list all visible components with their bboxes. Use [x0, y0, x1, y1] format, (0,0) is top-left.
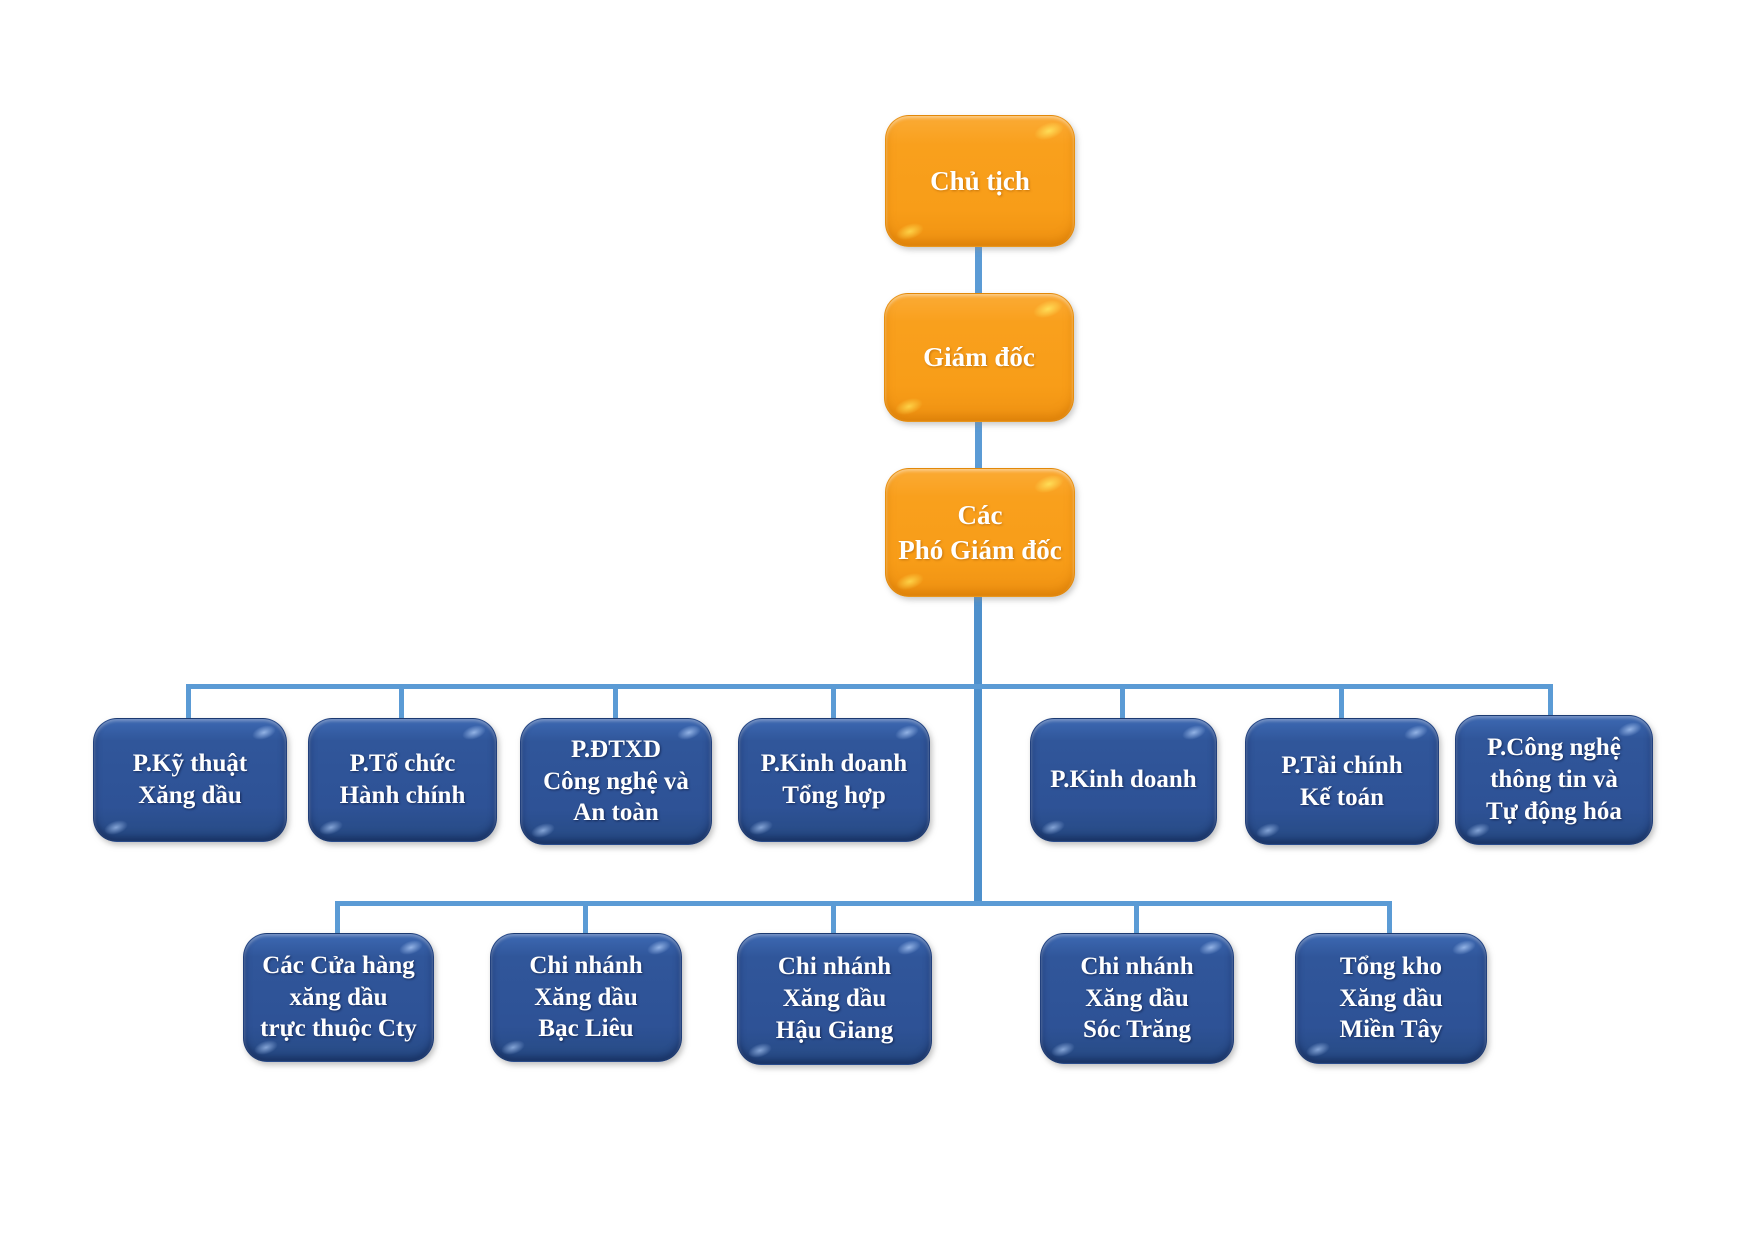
- connector-row1-drop-5: [1120, 684, 1125, 718]
- node-label-line: Tổng hợp: [782, 782, 886, 809]
- node-label-line: Các Cửa hàng: [262, 951, 415, 979]
- node-tong-kho-xang-dau-mien-tay: Tổng kho Xăng dầu Miền Tây: [1295, 933, 1487, 1064]
- node-label-line: Công nghệ và: [543, 767, 689, 795]
- node-chi-nhanh-xang-dau-hau-giang: Chi nhánh Xăng dầu Hậu Giang: [737, 933, 932, 1065]
- connector-row2-drop-1: [335, 901, 340, 933]
- connector-row1-rail: [186, 684, 1553, 689]
- node-giam-doc: Giám đốc: [884, 293, 1074, 422]
- node-label-line: P.ĐTXD: [570, 735, 662, 763]
- node-label-line: P.Kinh doanh: [760, 750, 908, 778]
- connector-trunk: [974, 593, 982, 906]
- node-label-line: Giám đốc: [923, 342, 1035, 373]
- connector-row2-drop-5: [1387, 901, 1392, 933]
- connector-row2-drop-3: [831, 901, 836, 933]
- connector-row2-drop-4: [1134, 901, 1139, 933]
- node-p-kinh-doanh-tong-hop: P.Kinh doanh Tổng hợp: [738, 718, 930, 842]
- connector-row1-drop-6: [1339, 684, 1344, 718]
- node-label-line: Hậu Giang: [775, 1016, 894, 1044]
- node-p-ky-thuat-xang-dau: P.Kỹ thuật Xăng dầu: [93, 718, 287, 842]
- node-label-line: trực thuộc Cty: [260, 1015, 417, 1043]
- node-label-line: Chi nhánh: [777, 953, 892, 981]
- node-pho-giam-doc: Các Phó Giám đốc: [885, 468, 1075, 597]
- node-label-line: Các: [957, 500, 1003, 531]
- node-label-line: P.Tổ chức: [349, 750, 456, 778]
- node-label-line: P.Kinh doanh: [1050, 766, 1197, 794]
- node-p-to-chuc-hanh-chinh: P.Tổ chức Hành chính: [308, 718, 497, 842]
- connector-row2-rail: [335, 901, 1392, 906]
- node-p-dtxd-cong-nghe-an-toan: P.ĐTXD Công nghệ và An toàn: [520, 718, 712, 845]
- node-label-line: xăng dầu: [289, 983, 388, 1011]
- node-label-line: Miền Tây: [1339, 1016, 1443, 1044]
- node-label-line: P.Kỹ thuật: [132, 750, 248, 778]
- node-label-line: Sóc Trăng: [1082, 1016, 1192, 1044]
- node-chi-nhanh-xang-dau-bac-lieu: Chi nhánh Xăng dầu Bạc Liêu: [490, 933, 682, 1062]
- node-label-line: Phó Giám đốc: [898, 534, 1062, 565]
- connector-row2-drop-2: [583, 901, 588, 933]
- node-label-line: Xăng dầu: [534, 983, 638, 1011]
- connector-chu-tich-giam-doc: [975, 243, 982, 295]
- node-label-line: Tổng kho: [1339, 952, 1443, 980]
- node-label-line: Chi nhánh: [1080, 952, 1194, 980]
- connector-row1-drop-2: [399, 684, 404, 718]
- connector-giam-doc-pho-giam-doc: [975, 418, 982, 470]
- node-p-kinh-doanh: P.Kinh doanh: [1030, 718, 1217, 842]
- connector-row1-drop-1: [186, 684, 191, 718]
- node-label-line: Xăng dầu: [782, 985, 887, 1013]
- node-label-line: Chủ tịch: [930, 165, 1030, 196]
- connector-row1-drop-4: [831, 684, 836, 718]
- node-p-tai-chinh-ke-toan: P.Tài chính Kế toán: [1245, 718, 1439, 845]
- node-label-line: Hành chính: [339, 782, 466, 809]
- node-p-cong-nghe-thong-tin-tu-dong-hoa: P.Công nghệ thông tin và Tự động hóa: [1455, 715, 1653, 845]
- node-label-line: P.Tài chính: [1281, 751, 1403, 779]
- node-label-line: Xăng dầu: [1339, 984, 1443, 1012]
- node-label-line: An toàn: [573, 799, 659, 827]
- node-label-line: P.Công nghệ: [1487, 734, 1621, 762]
- node-label-line: Xăng dầu: [1085, 984, 1189, 1012]
- node-label-line: thông tin và: [1490, 766, 1618, 794]
- node-label-line: Bạc Liêu: [538, 1015, 634, 1043]
- node-label-line: Xăng dầu: [138, 782, 242, 809]
- node-chi-nhanh-xang-dau-soc-trang: Chi nhánh Xăng dầu Sóc Trăng: [1040, 933, 1234, 1064]
- node-label-line: Kế toán: [1299, 783, 1385, 811]
- connector-row1-drop-3: [613, 684, 618, 718]
- node-cua-hang-xang-dau-truc-thuoc-cty: Các Cửa hàng xăng dầu trực thuộc Cty: [243, 933, 434, 1062]
- connector-row1-drop-7: [1548, 684, 1553, 718]
- node-label-line: Chi nhánh: [529, 951, 643, 979]
- node-chu-tich: Chủ tịch: [885, 115, 1075, 247]
- node-label-line: Tự động hóa: [1486, 797, 1622, 825]
